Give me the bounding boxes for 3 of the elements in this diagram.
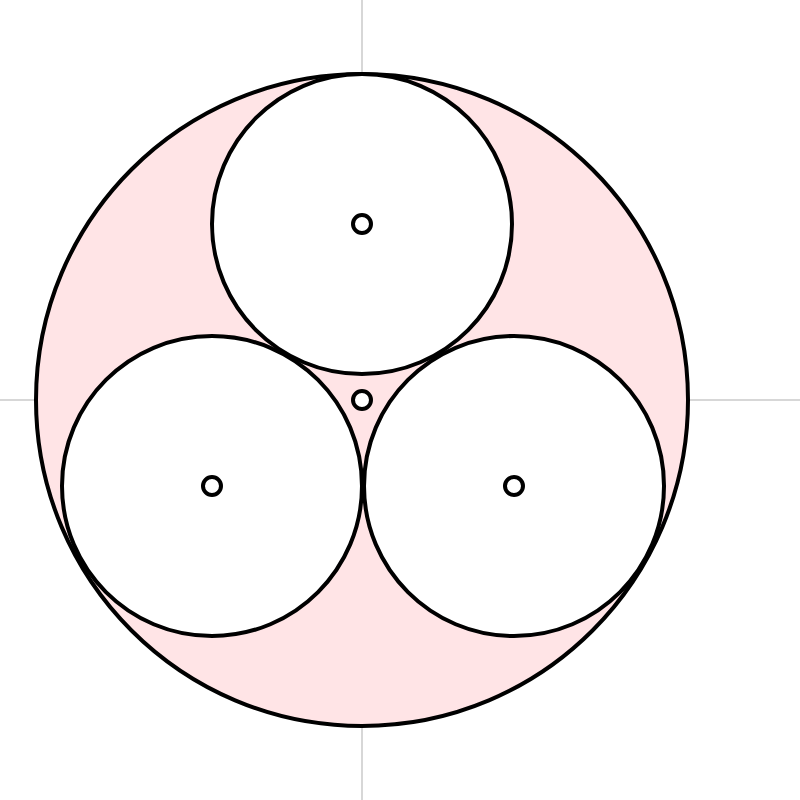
circle-shape bbox=[210, 72, 514, 376]
circle-shape bbox=[362, 334, 666, 638]
circle-shape bbox=[60, 334, 364, 638]
